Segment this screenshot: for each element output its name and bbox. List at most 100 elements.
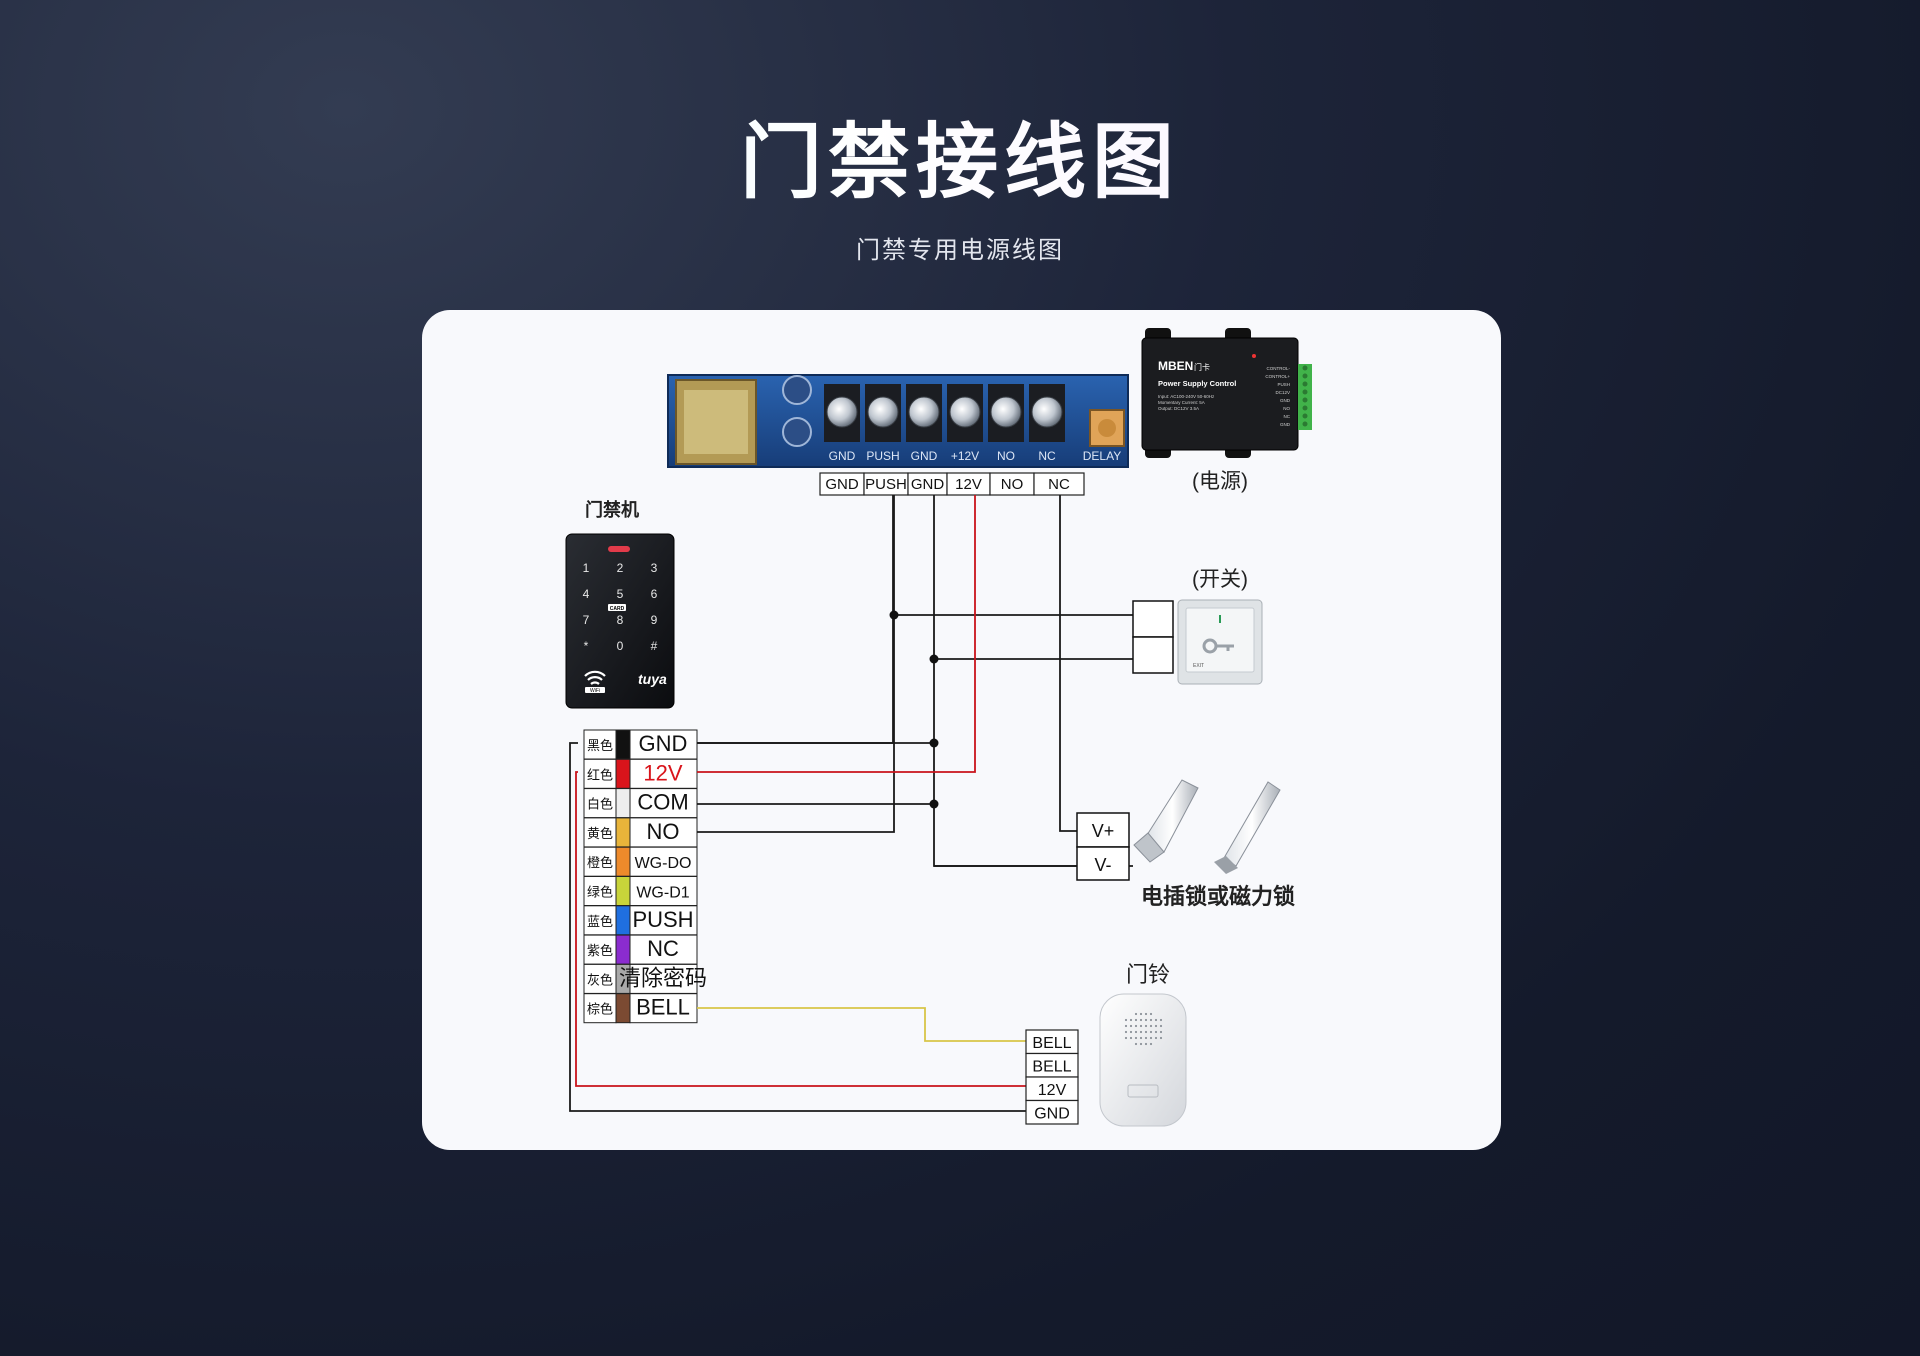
psu-spec-3: Output: DC12V 3.5A <box>1158 406 1199 411</box>
keypad-key: 7 <box>583 613 590 627</box>
grille-dot <box>1139 1036 1143 1040</box>
wire-terminal-cell <box>629 963 698 994</box>
screw-icon <box>1031 396 1063 428</box>
wire-terminal-label: 12V <box>643 760 682 785</box>
wire-gnd <box>933 495 1133 867</box>
grille-dot <box>1134 1018 1138 1022</box>
grille-dot <box>1159 1036 1163 1040</box>
wire-gnd-to-bell <box>569 742 1026 1112</box>
pin-screw-icon <box>1302 421 1308 427</box>
grille-dot <box>1144 1042 1148 1046</box>
wire-color-swatch <box>615 993 631 1024</box>
psu-pin-label: NC <box>1284 414 1291 419</box>
grille-dot <box>1154 1024 1158 1028</box>
wire-color-name: 黄色 <box>587 826 613 841</box>
grille-dot <box>1154 1030 1158 1034</box>
grille-dot <box>1124 1024 1128 1028</box>
grille-dot <box>1129 1018 1133 1022</box>
output-terminal-label: 12V <box>955 476 982 493</box>
grille-dot <box>1139 1024 1143 1028</box>
grille-dot <box>1129 1036 1133 1040</box>
board-terminal-label: GND <box>829 449 856 463</box>
doorbell-terminal-label: BELL <box>1032 1035 1071 1052</box>
pin-screw-icon <box>1302 381 1308 387</box>
grille-dot <box>1149 1036 1153 1040</box>
tuya-logo: tuya <box>638 671 667 687</box>
page-subtitle: 门禁专用电源线图 <box>856 237 1064 264</box>
keypad-key: 9 <box>651 613 658 627</box>
switch-caption: (开关) <box>1192 568 1248 591</box>
grille-dot <box>1149 1018 1153 1022</box>
wire-terminal-cell <box>629 876 698 906</box>
doorbell-terminal-cell <box>1025 1099 1079 1125</box>
grille-dot <box>1149 1030 1153 1034</box>
keypad-key: 4 <box>583 587 590 601</box>
pin-screw-icon <box>1302 373 1308 379</box>
wifi-icon <box>584 670 606 685</box>
wire-terminal-cell <box>629 817 698 848</box>
grille-dot <box>1149 1012 1153 1016</box>
keypad-key: 6 <box>651 587 658 601</box>
wifi-label: WiFi <box>590 688 600 694</box>
wire-color-name-cell <box>583 993 617 1024</box>
board-terminal-label: GND <box>911 449 938 463</box>
keypad-key: 2 <box>617 561 624 575</box>
grille-dot <box>1144 1012 1148 1016</box>
psu-pin-label: GND <box>1280 422 1291 427</box>
grille-dot <box>1134 1036 1138 1040</box>
keypad-key: * <box>584 639 589 653</box>
wire-color-name-cell <box>583 758 617 789</box>
electric-lock: V+ V- 电插锁或磁力锁 <box>1076 779 1295 909</box>
screw-icon <box>949 396 981 428</box>
keypad-key: 0 <box>617 639 624 653</box>
board-terminal-label: +12V <box>951 449 979 463</box>
key-icon <box>1202 638 1234 654</box>
doorbell-terminal-label: GND <box>1034 1106 1070 1123</box>
keypad-key: 1 <box>583 561 590 575</box>
grille-dot <box>1159 1018 1163 1022</box>
grille-dot <box>1149 1024 1153 1028</box>
wire-color-swatch <box>615 934 631 965</box>
wire-color-swatch <box>615 729 631 760</box>
magnetic-lock-icon <box>1214 781 1281 874</box>
output-terminal-label: NC <box>1048 476 1070 493</box>
grille-dot <box>1134 1042 1138 1046</box>
terminal-block-icon <box>1298 364 1312 430</box>
exit-switch: (开关) EXIT <box>1132 568 1263 685</box>
wire-color-name: 绿色 <box>587 885 613 900</box>
grille-dot <box>1139 1012 1143 1016</box>
psu-pin-label: GND <box>1280 398 1291 403</box>
grille-dot <box>1149 1042 1153 1046</box>
wire-color-name: 蓝色 <box>587 914 613 929</box>
wire-color-name: 黑色 <box>587 738 613 753</box>
screw-icon <box>990 396 1022 428</box>
wire-color-swatch <box>615 846 631 877</box>
wire-nc-to-lock <box>1059 495 1077 832</box>
wire-terminal-label: NO <box>647 819 680 844</box>
keypad-key: # <box>651 639 658 653</box>
wire-12v <box>697 495 976 773</box>
lock-terminal-vplus: V+ <box>1092 821 1115 841</box>
keypad-key: 5 <box>617 587 624 601</box>
grille-dot <box>1159 1024 1163 1028</box>
grille-dot <box>1154 1018 1158 1022</box>
screw-icon <box>826 396 858 428</box>
wire-color-name: 灰色 <box>587 972 613 987</box>
output-terminal-cell <box>1033 472 1085 496</box>
bolt-lock-icon <box>1133 779 1199 863</box>
wire-color-name: 紫色 <box>587 943 613 958</box>
wire-terminal-label: COM <box>637 790 688 815</box>
keypad-key: 3 <box>651 561 658 575</box>
wire-terminal-label: 清除密码 <box>619 965 707 990</box>
doorbell-caption: 门铃 <box>1126 962 1170 987</box>
wire-terminal-label: BELL <box>636 995 690 1020</box>
wire-push <box>697 495 895 833</box>
psu-spec-2: Momentary Current: 5A <box>1158 400 1205 405</box>
psu-pin-label: CONTROL+ <box>1265 374 1290 379</box>
pin-screw-icon <box>1302 397 1308 403</box>
